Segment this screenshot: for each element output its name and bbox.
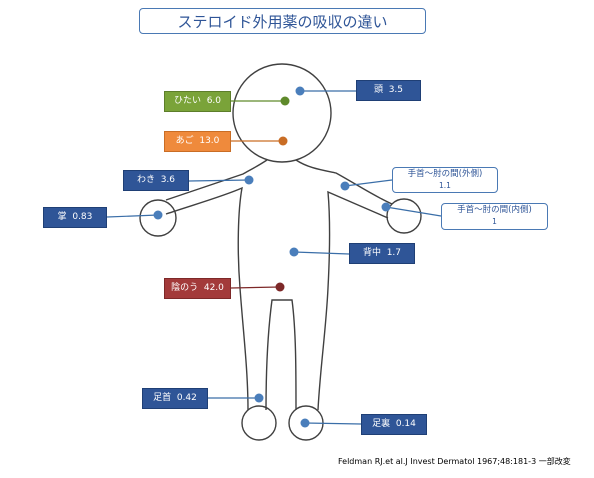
forearm-inner-dot <box>381 202 391 212</box>
left-hand-outline <box>139 199 177 237</box>
diagram-title: ステロイド外用薬の吸収の違い <box>139 8 426 34</box>
scrotum-connector <box>230 286 281 289</box>
forehead-dot <box>280 96 290 106</box>
armpit-connector <box>188 179 250 182</box>
label-ankle: 足首 0.42 <box>142 388 208 409</box>
label-forehead: ひたい 6.0 <box>164 91 231 112</box>
head-dot <box>295 86 305 96</box>
back-dot <box>289 247 299 257</box>
label-sole: 足裏 0.14 <box>361 414 427 435</box>
label-head: 頭 3.5 <box>356 80 421 101</box>
label-armpit: わき 3.6 <box>123 170 189 191</box>
palm-dot <box>153 210 163 220</box>
ankle-dot <box>254 393 264 403</box>
label-forearm-inner: 手首〜肘の間(内側) 1 <box>441 203 548 230</box>
forearm-outer-dot <box>340 181 350 191</box>
label-palm: 掌 0.83 <box>43 207 107 228</box>
citation-text: Feldman RJ.et al.J Invest Dermatol 1967;… <box>338 457 571 466</box>
label-jaw: あご 13.0 <box>164 131 231 152</box>
jaw-dot <box>278 136 288 146</box>
forearm-inner-connector <box>385 206 442 217</box>
forearm-outer-connector <box>344 179 393 187</box>
sole-connector <box>304 422 362 425</box>
label-scrotum: 陰のう 42.0 <box>164 278 231 299</box>
back-connector <box>293 251 350 255</box>
right-hand-outline <box>386 198 422 234</box>
torso-outline <box>165 159 393 411</box>
label-forearm-outer: 手首〜肘の間(外側) 1.1 <box>392 167 498 193</box>
scrotum-dot <box>275 282 285 292</box>
left-foot-outline <box>241 405 277 441</box>
palm-connector <box>106 214 159 218</box>
sole-dot <box>300 418 310 428</box>
head-outline <box>232 63 332 163</box>
label-back: 背中 1.7 <box>349 243 415 264</box>
armpit-dot <box>244 175 254 185</box>
